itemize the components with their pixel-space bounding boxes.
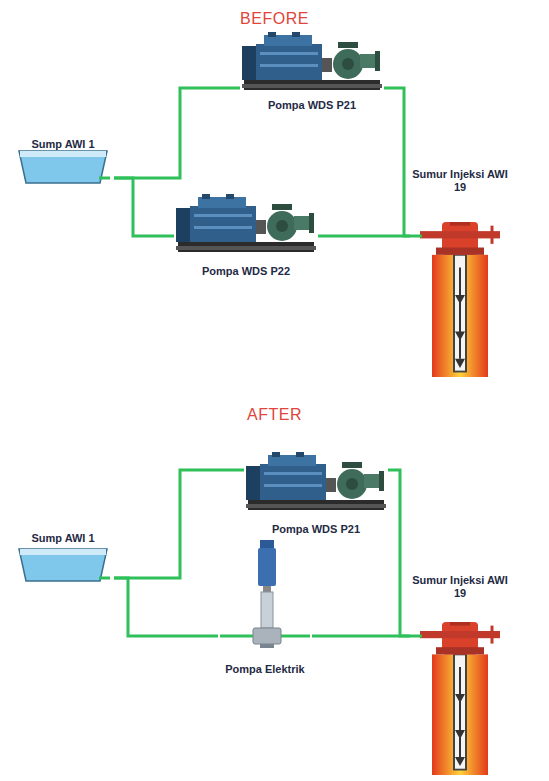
sump-tank: Sump AWI 1 xyxy=(12,138,114,186)
sump-tank: Sump AWI 1 xyxy=(12,532,114,584)
section-heading: AFTER xyxy=(6,406,543,424)
diesel-pump: Pompa WDS P21 xyxy=(240,30,384,112)
pipe-line xyxy=(388,470,410,636)
node-label: Pompa Elektrik xyxy=(218,663,312,676)
electric-pump: Pompa Elektrik xyxy=(218,538,312,676)
injection-well: Sumur Injeksi AWI 19 xyxy=(410,574,510,778)
injection-well: Sumur Injeksi AWI 19 xyxy=(410,168,510,380)
pipe-line xyxy=(318,235,410,238)
pipe-line xyxy=(114,178,174,236)
pipe-line xyxy=(114,470,244,578)
node-label: Sumur Injeksi AWI 19 xyxy=(410,168,510,194)
pipe-line xyxy=(312,635,410,638)
pipe-line xyxy=(114,578,218,636)
pipe-line xyxy=(384,88,410,236)
node-label: Sumur Injeksi AWI 19 xyxy=(410,574,510,600)
section-heading: BEFORE xyxy=(6,10,543,28)
pipe-line xyxy=(114,88,240,178)
node-label: Pompa WDS P22 xyxy=(174,265,318,278)
node-label: Sump AWI 1 xyxy=(12,138,114,151)
diesel-pump: Pompa WDS P21 xyxy=(244,450,388,536)
node-label: Pompa WDS P21 xyxy=(240,99,384,112)
node-label: Sump AWI 1 xyxy=(12,532,114,545)
diesel-pump: Pompa WDS P22 xyxy=(174,192,318,278)
electric-pump xyxy=(253,540,281,648)
node-label: Pompa WDS P21 xyxy=(244,523,388,536)
